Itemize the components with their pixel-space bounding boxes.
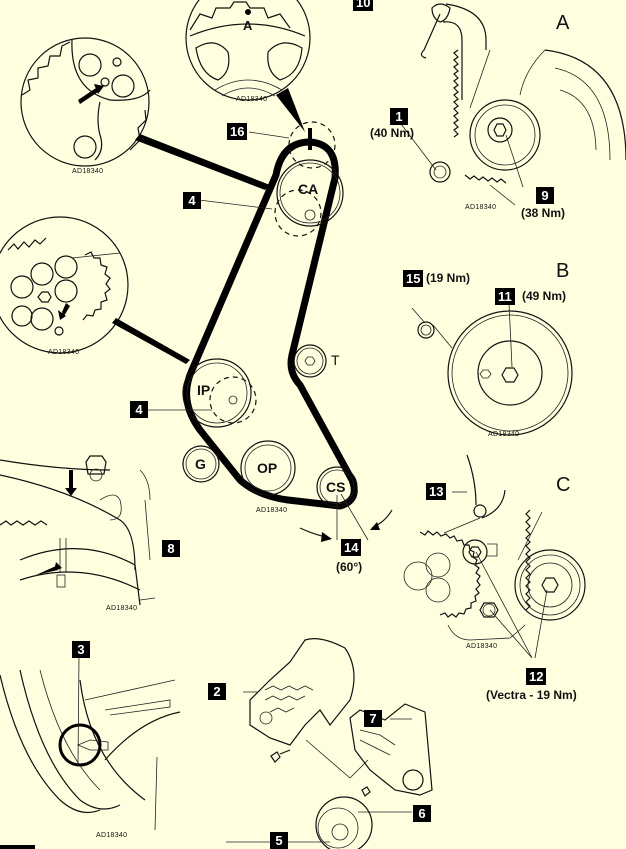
section-a-label: A — [556, 12, 570, 34]
callout-4: 4 — [183, 192, 201, 209]
timing-belt — [183, 138, 358, 510]
pulley-ip — [182, 358, 257, 428]
image-code: AD18340 — [488, 431, 520, 438]
detail-3-crank-mark — [0, 654, 181, 849]
callout-3: 3 — [72, 641, 90, 658]
image-code: AD18340 — [236, 96, 268, 103]
callout-6: 6 — [413, 805, 431, 822]
pulley-cs-label: CS — [326, 479, 346, 495]
timing-covers — [226, 638, 433, 849]
callout-15-torque: (19 Nm) — [426, 271, 471, 285]
callout-14: 14 — [341, 539, 362, 556]
pulley-t-label: T — [331, 352, 340, 368]
image-code: AD18340 — [96, 832, 128, 839]
callout-14-angle: (60°) — [336, 560, 363, 574]
injection-pump-sprocket-detail — [0, 216, 190, 364]
image-code: AD18340 — [106, 605, 138, 612]
callout-12-torque: (Vectra - 19 Nm) — [486, 688, 577, 702]
callout-4-ip: 4 — [130, 401, 148, 418]
image-code: AD18340 — [48, 349, 80, 356]
pulley-ca — [274, 121, 344, 237]
callout-12: 12 — [526, 668, 547, 685]
image-code: AD18340 — [256, 507, 288, 514]
image-code: AD18340 — [466, 643, 498, 650]
pulley-g — [182, 445, 220, 483]
callout-11-torque: (49 Nm) — [522, 289, 567, 303]
callout-5: 5 — [270, 832, 288, 849]
camshaft-sprocket-detail — [20, 37, 270, 190]
callout-11: 11 — [495, 288, 515, 305]
callout-8: 8 — [162, 540, 180, 557]
callout-13: 13 — [426, 483, 447, 500]
callout-10: 10 — [353, 0, 374, 11]
callout-2: 2 — [208, 683, 226, 700]
callout-15: 15 — [403, 270, 424, 287]
detail-8-crank-sprocket — [0, 455, 156, 606]
pulley-ip-label: IP — [197, 382, 211, 398]
image-code: AD18340 — [465, 204, 497, 211]
section-c-tensioner — [403, 454, 586, 659]
callout-9: 9 — [536, 187, 554, 204]
timing-mark-label: A — [243, 18, 253, 33]
callout-16: 16 — [227, 123, 248, 140]
callout-9-torque: (38 Nm) — [521, 206, 566, 220]
pulley-g-label: G — [195, 456, 206, 472]
callout-7: 7 — [364, 710, 382, 727]
section-b-tensioner — [411, 302, 573, 436]
pulley-cs — [299, 466, 393, 542]
camshaft-mark-detail — [185, 0, 311, 132]
pulley-op-label: OP — [257, 460, 278, 476]
pulley-t — [293, 344, 327, 378]
section-c-label: C — [556, 474, 571, 496]
callout-1-torque: (40 Nm) — [370, 126, 415, 140]
pulley-ca-label: CA — [298, 181, 319, 197]
pulley-op — [240, 440, 296, 496]
image-code: AD18340 — [72, 168, 104, 175]
callout-1: 1 — [390, 108, 408, 125]
section-a-tensioner — [420, 3, 626, 206]
leader-lines — [148, 119, 524, 411]
section-b-label: B — [556, 260, 570, 282]
